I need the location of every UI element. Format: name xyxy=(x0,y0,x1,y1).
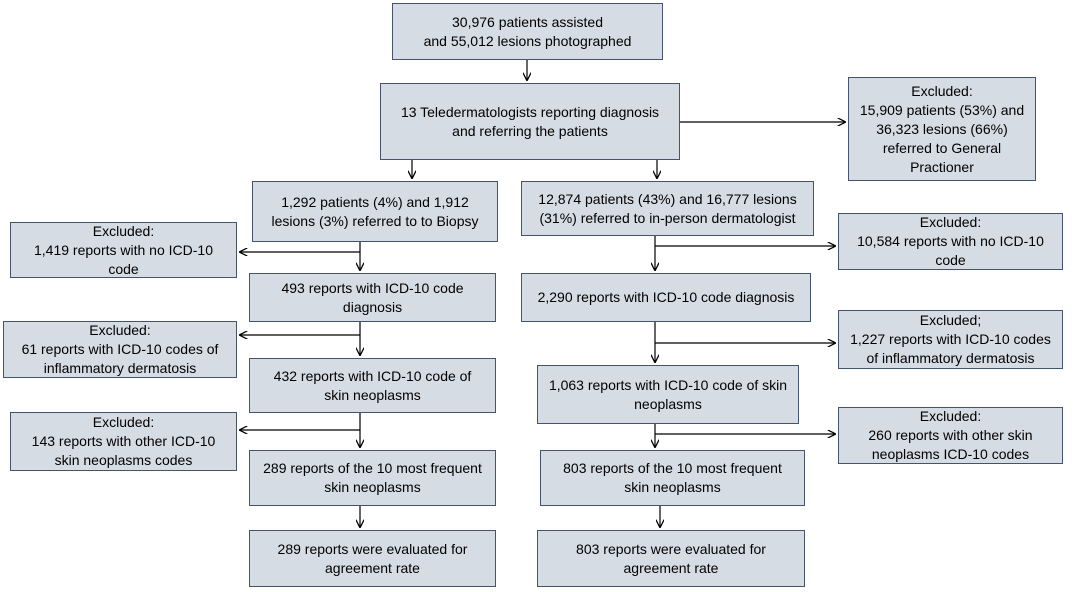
box-total-patients-text: 30,976 patients assisted and 55,012 lesi… xyxy=(423,13,632,49)
box-left-neoplasms-text: 432 reports with ICD-10 code of skin neo… xyxy=(273,367,472,403)
box-in-person-text: 12,874 patients (43%) and 16,777 lesions… xyxy=(538,190,797,226)
box-excluded-right-2-text: Excluded; 1,227 reports with ICD-10 code… xyxy=(850,312,1051,366)
box-excluded-right-3: Excluded: 260 reports with other skin ne… xyxy=(838,407,1063,464)
box-right-icd10: 2,290 reports with ICD-10 code diagnosis xyxy=(521,273,811,322)
box-teledermatologists-text: 13 Teledermatologists reporting diagnosi… xyxy=(400,103,660,139)
box-excluded-left-1-text: Excluded: 1,419 reports with no ICD-10 c… xyxy=(34,222,213,277)
box-right-top10: 803 reports of the 10 most frequent skin… xyxy=(540,450,805,506)
box-teledermatologists: 13 Teledermatologists reporting diagnosi… xyxy=(380,83,680,160)
box-left-top10: 289 reports of the 10 most frequent skin… xyxy=(249,450,496,506)
box-in-person: 12,874 patients (43%) and 16,777 lesions… xyxy=(521,181,814,236)
box-right-evaluated: 803 reports were evaluated for agreement… xyxy=(537,530,805,587)
box-biopsy: 1,292 patients (4%) and 1,912 lesions (3… xyxy=(252,181,498,242)
box-excluded-right-1-text: Excluded: 10,584 reports with no ICD-10 … xyxy=(857,214,1044,268)
box-left-top10-text: 289 reports of the 10 most frequent skin… xyxy=(263,460,482,495)
box-left-icd10-text: 493 reports with ICD-10 code diagnosis xyxy=(281,279,464,315)
box-left-neoplasms: 432 reports with ICD-10 code of skin neo… xyxy=(249,358,496,413)
box-right-top10-text: 803 reports of the 10 most frequent skin… xyxy=(563,460,782,495)
box-right-neoplasms: 1,063 reports with ICD-10 code of skin n… xyxy=(537,365,799,424)
box-excluded-right-3-text: Excluded: 260 reports with other skin ne… xyxy=(868,408,1033,462)
box-excluded-gp-text: Excluded: 15,909 patients (53%) and 36,3… xyxy=(859,82,1025,175)
box-left-evaluated-text: 289 reports were evaluated for agreement… xyxy=(277,540,468,576)
box-excluded-left-2: Excluded: 61 reports with ICD-10 codes o… xyxy=(3,321,237,378)
box-left-evaluated: 289 reports were evaluated for agreement… xyxy=(249,530,496,587)
box-excluded-right-2: Excluded; 1,227 reports with ICD-10 code… xyxy=(838,310,1063,369)
box-excluded-left-3: Excluded: 143 reports with other ICD-10 … xyxy=(10,412,237,471)
box-total-patients: 30,976 patients assisted and 55,012 lesi… xyxy=(392,3,663,60)
box-right-icd10-text: 2,290 reports with ICD-10 code diagnosis xyxy=(537,289,795,305)
box-right-evaluated-text: 803 reports were evaluated for agreement… xyxy=(576,540,766,576)
box-excluded-left-3-text: Excluded: 143 reports with other ICD-10 … xyxy=(31,414,216,468)
box-right-neoplasms-text: 1,063 reports with ICD-10 code of skin n… xyxy=(548,376,788,412)
box-excluded-right-1: Excluded: 10,584 reports with no ICD-10 … xyxy=(838,213,1063,270)
box-excluded-gp: Excluded: 15,909 patients (53%) and 36,3… xyxy=(848,77,1036,181)
box-biopsy-text: 1,292 patients (4%) and 1,912 lesions (3… xyxy=(271,193,479,229)
box-left-icd10: 493 reports with ICD-10 code diagnosis xyxy=(249,273,496,322)
box-excluded-left-2-text: Excluded: 61 reports with ICD-10 codes o… xyxy=(21,322,219,376)
box-excluded-left-1: Excluded: 1,419 reports with no ICD-10 c… xyxy=(10,222,237,278)
